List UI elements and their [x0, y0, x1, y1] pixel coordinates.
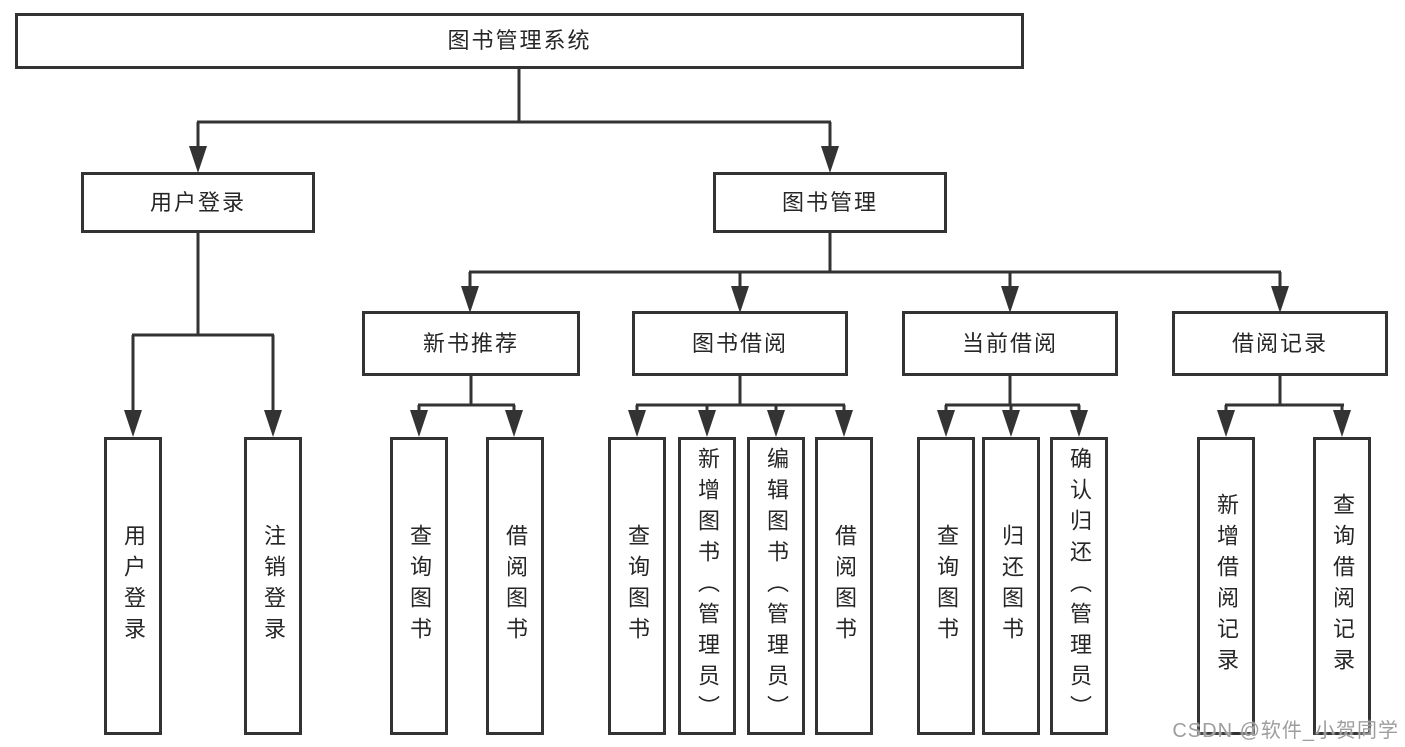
node-label: 查询图书 [934, 524, 959, 648]
node-label: 借阅图书 [503, 524, 528, 648]
node-borrow-edit-books-admin: 编辑图书（管理员） [747, 437, 805, 735]
node-root: 图书管理系统 [15, 13, 1024, 69]
node-root-label: 图书管理系统 [447, 28, 592, 53]
node-recommend-query-books: 查询图书 [390, 437, 448, 735]
arrowhead-down-icon [264, 410, 282, 437]
connector-current-group [944, 376, 1081, 412]
node-label: 图书借阅 [691, 330, 788, 356]
node-label: 借阅图书 [832, 524, 857, 648]
arrowhead-down-icon [124, 410, 142, 437]
node-label: 查询借阅记录 [1330, 493, 1355, 679]
arrowhead-down-icon [937, 410, 955, 437]
connector-paths [131, 69, 1344, 412]
node-label: 新增借阅记录 [1214, 493, 1239, 679]
arrowhead-down-icon [767, 410, 785, 437]
arrowhead-down-icon [189, 146, 207, 173]
arrowhead-down-icon [1271, 286, 1289, 313]
node-label: 注销登录 [261, 524, 286, 648]
node-current-confirm-return-admin: 确认归还（管理员） [1050, 437, 1108, 735]
arrowhead-down-icon [1070, 410, 1088, 437]
arrowhead-down-icon [1333, 410, 1351, 437]
node-user-login-action: 用户登录 [104, 437, 162, 735]
node-borrow-add-books-admin: 新增图书（管理员） [678, 437, 736, 735]
arrowhead-down-icon [698, 410, 716, 437]
arrowhead-down-icon [461, 286, 479, 313]
connector-borrow-group [635, 376, 846, 412]
arrowhead-down-icon [731, 286, 749, 313]
arrowheads [124, 146, 1351, 437]
arrowhead-down-icon [1002, 410, 1020, 437]
node-records-query-record: 查询借阅记录 [1313, 437, 1371, 735]
node-label: 用户登录 [121, 524, 146, 648]
node-logout-action: 注销登录 [244, 437, 302, 735]
node-label: 归还图书 [999, 524, 1024, 648]
node-user-login: 用户登录 [81, 172, 315, 233]
node-label: 查询图书 [407, 524, 432, 648]
arrowhead-down-icon [505, 410, 523, 437]
node-label: 借阅记录 [1231, 330, 1328, 356]
connector-records-group [1224, 376, 1344, 412]
node-book-borrow: 图书借阅 [632, 311, 848, 376]
node-label: 用户登录 [149, 189, 246, 215]
node-new-book-recommend: 新书推荐 [362, 311, 580, 376]
node-current-return-books: 归还图书 [982, 437, 1040, 735]
node-label: 新书推荐 [422, 330, 519, 356]
node-label: 当前借阅 [961, 330, 1058, 356]
watermark: CSDN @软件_小贺同学 [1172, 720, 1399, 742]
node-label: 编辑图书（管理员） [764, 446, 789, 726]
connector-user-login-to-children [131, 233, 275, 412]
node-borrow-query-books: 查询图书 [608, 437, 666, 735]
connector-root-to-level2 [196, 69, 832, 148]
node-label: 图书管理 [781, 189, 878, 215]
connector-new-book-group [417, 376, 516, 412]
arrowhead-down-icon [628, 410, 646, 437]
arrowhead-down-icon [821, 146, 839, 173]
node-label: 新增图书（管理员） [695, 446, 720, 726]
node-label: 确认归还（管理员） [1067, 446, 1092, 726]
connector-book-mgmt-to-level3 [468, 233, 1282, 288]
node-borrow-records: 借阅记录 [1172, 311, 1388, 376]
arrowhead-down-icon [835, 410, 853, 437]
node-current-query-books: 查询图书 [917, 437, 975, 735]
node-book-management: 图书管理 [713, 172, 947, 233]
node-borrow-borrow-books: 借阅图书 [815, 437, 873, 735]
arrowhead-down-icon [1001, 286, 1019, 313]
node-label: 查询图书 [625, 524, 650, 648]
node-recommend-borrow-books: 借阅图书 [486, 437, 544, 735]
node-records-add-record: 新增借阅记录 [1197, 437, 1255, 735]
node-current-borrow: 当前借阅 [902, 311, 1118, 376]
arrowhead-down-icon [1217, 410, 1235, 437]
arrowhead-down-icon [410, 410, 428, 437]
